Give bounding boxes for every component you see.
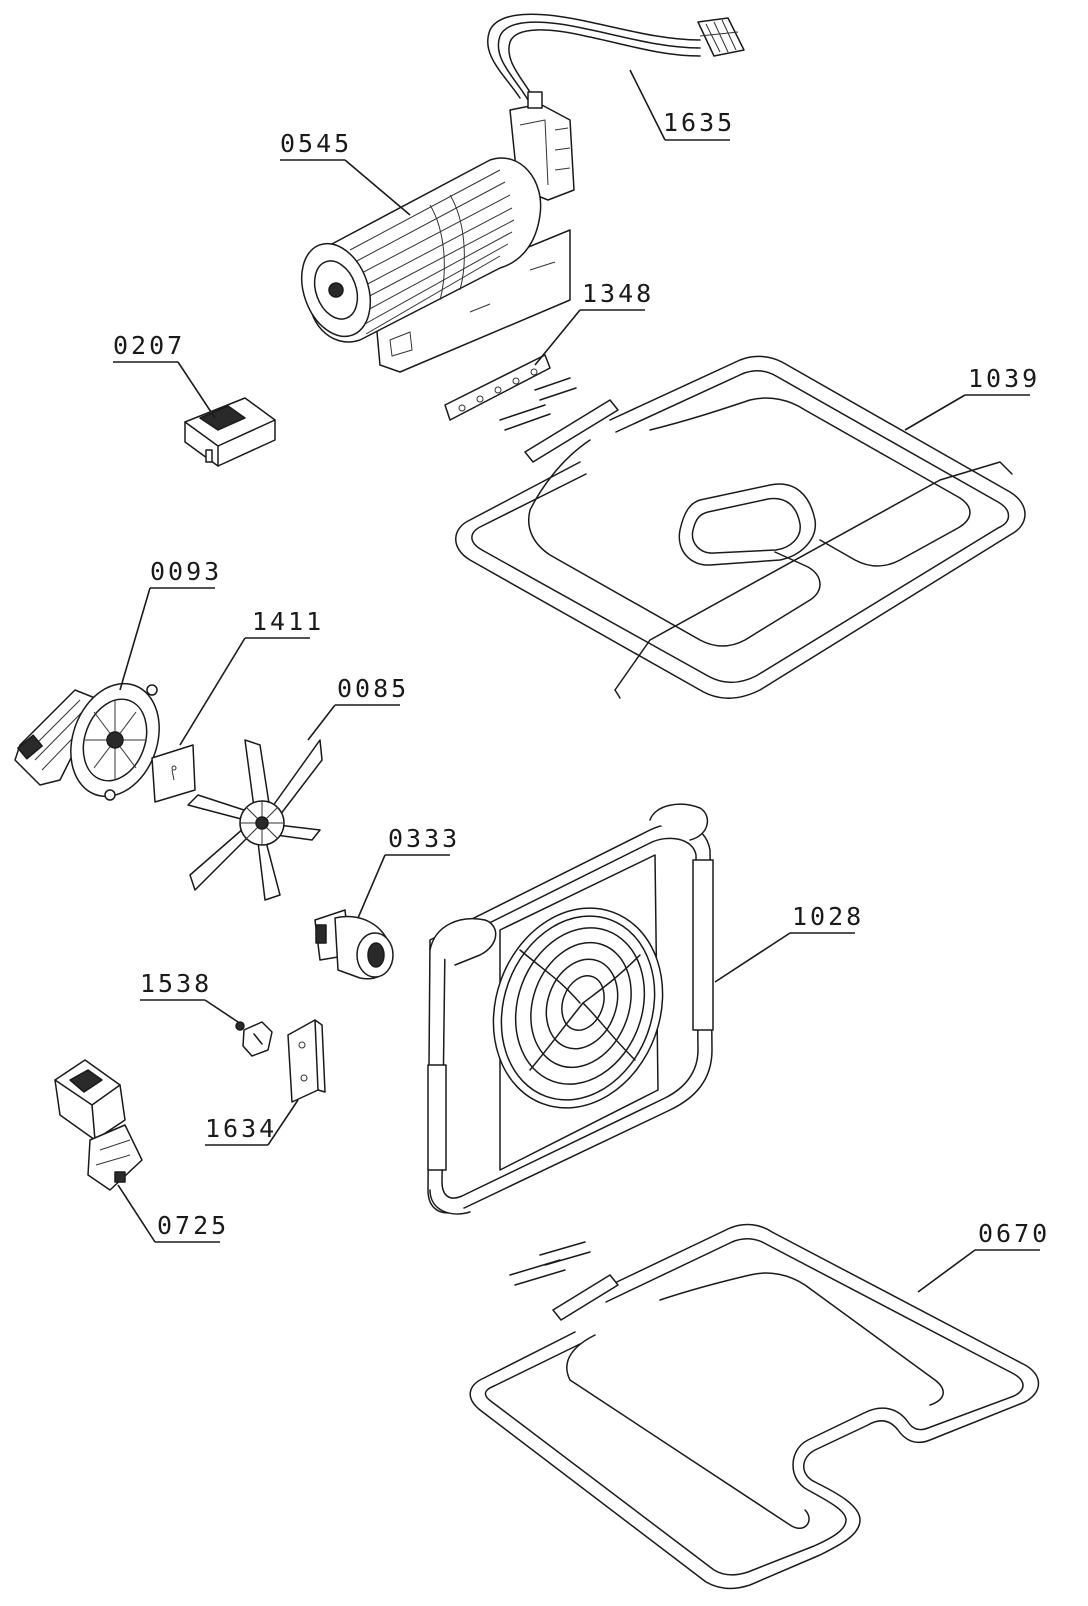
part-number-0207: 0207 <box>113 331 185 360</box>
terminal-plate-part <box>444 354 551 421</box>
part-0670-callout: 0670 <box>917 1219 1050 1293</box>
part-number-0085: 0085 <box>337 674 409 703</box>
part-number-1028: 1028 <box>792 902 864 931</box>
part-0207-callout: 0207 <box>113 331 216 419</box>
part-0093-callout: 0093 <box>119 557 222 691</box>
part-number-1039: 1039 <box>968 364 1040 393</box>
part-number-0670: 0670 <box>978 1219 1050 1248</box>
small-thermostat-part <box>235 1021 273 1057</box>
part-0545-callout: 0545 <box>280 129 411 216</box>
part-number-0545: 0545 <box>280 129 352 158</box>
part-number-1538: 1538 <box>140 969 212 998</box>
part-1538-callout: 1538 <box>140 969 239 1023</box>
upper-heating-element-part <box>455 355 1026 699</box>
part-0333-callout: 0333 <box>357 824 460 919</box>
thermal-switch-part <box>184 397 276 467</box>
lower-heating-element-part <box>469 1223 1040 1590</box>
convection-motor-part <box>14 682 160 801</box>
bracket-plate-part <box>287 1019 326 1103</box>
wire-harness-part <box>487 13 745 103</box>
tangential-fan-part <box>300 91 575 373</box>
control-switch-part <box>54 1059 143 1191</box>
part-0085-callout: 0085 <box>307 674 409 741</box>
part-number-0725: 0725 <box>157 1211 229 1240</box>
part-number-1348: 1348 <box>582 279 654 308</box>
oven-lamp-part <box>314 909 394 980</box>
part-number-0333: 0333 <box>388 824 460 853</box>
fan-cover-panel-part <box>427 803 714 1215</box>
gasket-plate-part <box>151 744 196 803</box>
part-1411-callout: 1411 <box>179 607 324 746</box>
part-1039-callout: 1039 <box>904 364 1040 431</box>
part-0725-callout: 0725 <box>117 1184 229 1243</box>
fan-impeller-part <box>187 739 323 901</box>
part-number-1411: 1411 <box>252 607 324 636</box>
part-number-0093: 0093 <box>150 557 222 586</box>
part-1635-callout: 1635 <box>629 69 735 141</box>
part-1634-callout: 1634 <box>205 1099 299 1146</box>
part-number-1635: 1635 <box>663 108 735 137</box>
part-1028-callout: 1028 <box>714 902 864 983</box>
part-1348-callout: 1348 <box>534 279 654 366</box>
part-number-1634: 1634 <box>205 1114 277 1143</box>
